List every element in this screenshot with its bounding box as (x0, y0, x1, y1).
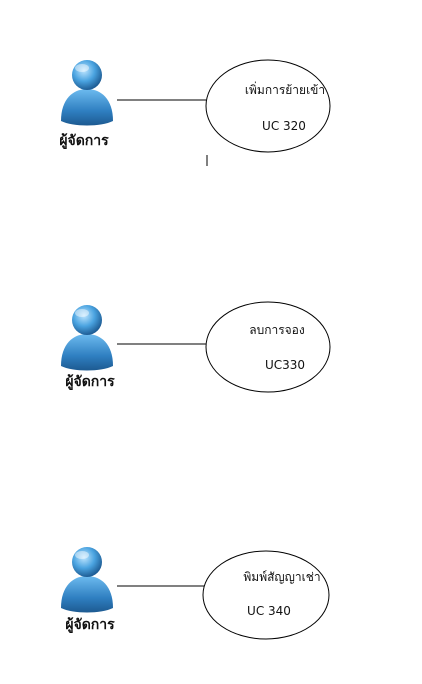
use-case-name: เพิ่มการย้ายเข้า (245, 81, 325, 97)
actor-label: ผู้จัดการ (65, 617, 115, 633)
user-person-icon (61, 547, 113, 613)
use-case-row: ผู้จัดการ เพิ่มการย้ายเข้า UC 320 (59, 59, 331, 166)
use-case-ellipse (205, 301, 331, 393)
use-case-row: ผู้จัดการ ลบการจอง UC330 (61, 301, 331, 393)
use-case-ellipse (205, 59, 331, 153)
use-case-id: UC 320 (262, 119, 306, 133)
actor-label: ผู้จัดการ (59, 133, 109, 149)
user-person-icon (61, 60, 113, 126)
use-case-row: ผู้จัดการ พิมพ์สัญญาเช่า UC 340 (61, 547, 330, 640)
actor-label: ผู้จัดการ (65, 374, 115, 390)
use-case-ellipse (202, 550, 330, 640)
use-case-id: UC330 (265, 358, 305, 372)
use-case-name: ลบการจอง (249, 323, 305, 337)
use-case-name: พิมพ์สัญญาเช่า (243, 570, 320, 584)
use-case-id: UC 340 (247, 604, 291, 618)
user-person-icon (61, 305, 113, 371)
